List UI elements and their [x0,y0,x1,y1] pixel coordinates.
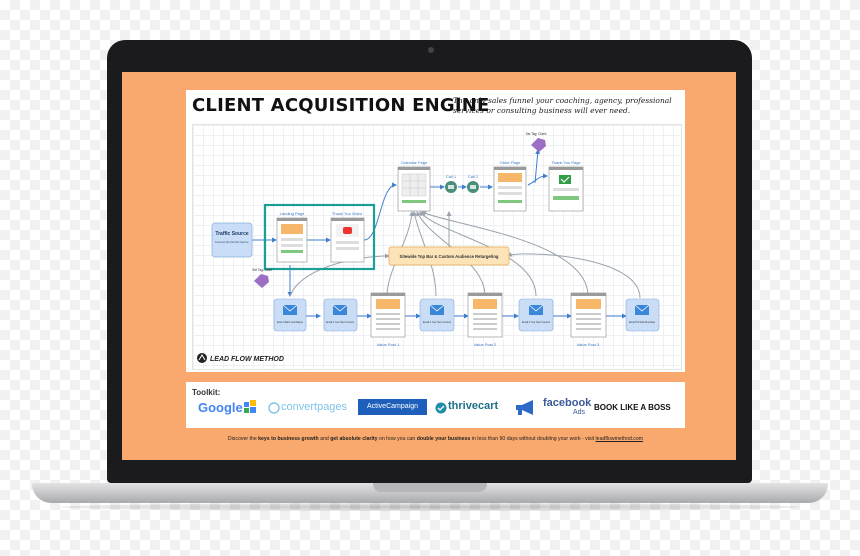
bookalike-logo: BOOK LIKE A BOSS [594,403,671,412]
set-tag-client-label: Set Tag: Client [526,132,547,136]
retargeting-label: Sitewide Top Bar & Custom Audience Retar… [400,254,499,259]
thank-you-page-node [548,166,584,212]
value-post-3-label: Value Post 3 [577,342,600,347]
page-subtitle: The only sales funnel your coaching, age… [453,96,672,115]
lead-flow-logo-icon [197,353,207,363]
facebook-ads-label: Ads [573,409,586,416]
retargeting-node [388,246,510,266]
footer-part: Discover the [227,436,259,442]
footer-text: Discover the keys to business growth and… [186,436,685,442]
email-5-node [625,298,660,332]
laptop-shadow [60,503,800,511]
value-post-1-node [370,292,406,338]
call-2-node [467,181,479,193]
traffic-source-detail: Social, Email, SEO, Paid Traffic, Organi… [215,240,249,244]
value-post-3-node [570,292,607,338]
google-logo: Google [198,400,243,415]
calendar-page-label: Calendar Page [401,160,428,165]
email-3-node [419,298,455,332]
thrivecart-icon [435,401,447,414]
footer-part: in less than 90 days without doubling yo… [470,436,596,442]
landing-page-label: Landing Page [280,211,305,216]
footer-part: and [318,436,331,442]
page-title: CLIENT ACQUISITION ENGINE [192,95,490,116]
value-post-2-label: Value Post 2 [474,342,497,347]
camera-icon [428,47,434,53]
footer-bold: get absolute clarity [330,436,378,442]
email-2-node [323,298,358,332]
website-link[interactable]: leadflowmethod.com [595,436,644,442]
email-4-node [518,298,554,332]
landing-page-node [276,217,308,263]
value-post-2-node [467,292,503,338]
email-1-node [273,298,307,332]
value-post-1-label: Value Post 1 [377,342,400,347]
convertpages-logo: convertpages [281,401,348,413]
toolkit-label: Toolkit: [192,388,221,397]
megaphone-icon [514,399,538,416]
tag-icon [531,138,546,152]
laptop-notch [373,483,487,492]
highlight-box [263,203,376,271]
email-1-label: Email 1 Watch Lead Magnet [277,320,303,324]
footer-bold: double your business [416,436,471,442]
calendar-page-node [397,166,431,212]
email-4-label: Email 4 Your Next Content [522,320,550,324]
call-1-node [445,181,457,193]
email-2-label: Email 2 Your Next Content [326,320,354,324]
tag-icon [254,274,269,288]
email-3-label: Email 3 Your Next Content [423,320,451,324]
set-tag-lead-label: Set Tag: Lead [252,268,272,272]
lead-flow-brand: LEAD FLOW METHOD [210,356,284,363]
email-5-label: Email 5 Final Roundup [629,320,655,324]
thank-you-page-label: Thank You Page [551,160,581,165]
convertpages-icon [268,401,280,414]
thrivecart-logo: thrivecart [448,400,499,412]
order-page-node [493,166,527,212]
footer-bold: keys to business growth [258,436,319,442]
connectors [252,149,627,319]
activecampaign-logo: ActiveCampaign [358,399,427,415]
traffic-source-node [211,222,253,258]
traffic-source-title: Traffic Source [215,231,249,237]
facebook-logo: facebook [543,397,592,409]
footer-part: on how you can [377,436,417,442]
google-apps-icon [244,400,257,414]
thank-you-video-label: Thank You Video [332,211,363,216]
call-1-label: Call 1 [446,174,457,179]
order-page-label: Order Page [500,160,521,165]
thank-you-video-node [330,217,365,263]
call-2-label: Call 2 [468,174,479,179]
laptop-base [32,483,828,503]
